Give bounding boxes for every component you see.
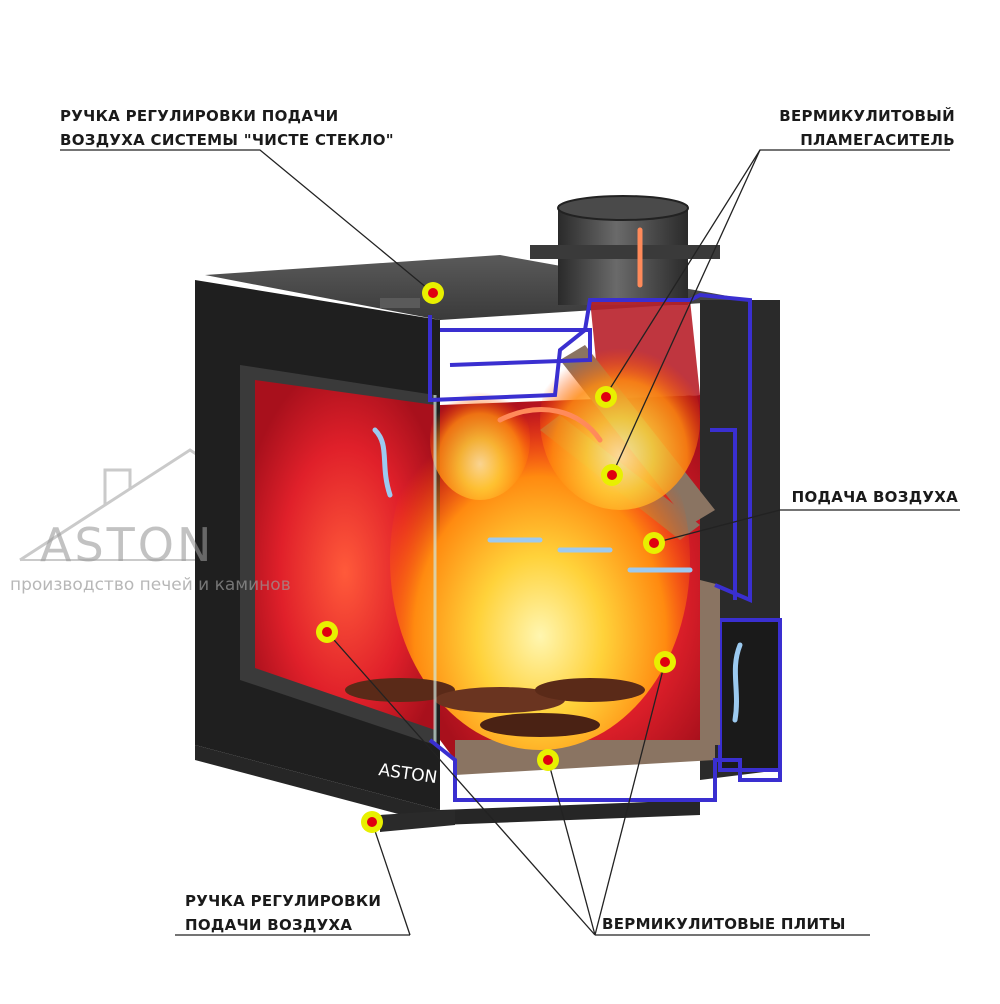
markers [316,282,676,833]
chimney-outline-icon [103,468,132,505]
marker-air-supply [643,532,665,554]
label-air-supply: ПОДАЧА ВОЗДУХА [792,485,958,509]
marker-left-plate [316,621,338,643]
leader-line-plate-2 [547,759,596,936]
smoke-curve-arrow-icon [497,407,603,443]
air-flow-arrow-icon [372,427,393,498]
leader-lines [60,149,960,936]
leader-line-plate-3 [594,661,666,936]
label-line: ПОДАЧА ВОЗДУХА [791,488,958,506]
marker-bottom-plate [537,749,559,771]
marker-clean-glass-handle [422,282,444,304]
leader-line-top-left [60,149,434,294]
label-line: РУЧКА РЕГУЛИРОВКИ ПОДАЧИ [60,107,339,125]
leader-line-damper-2 [611,149,761,476]
log [480,713,600,737]
label-line: ВОЗДУХА СИСТЕМЫ "ЧИСТЕ СТЕКЛО" [60,131,394,149]
leader-line-plate-1 [326,631,596,936]
air-flow-arrow-icon [732,642,743,723]
label-line: ВЕРМИКУЛИТОВЫЙ [779,107,955,125]
log [435,687,565,713]
fireplace-body [195,195,782,832]
flue-pipe-opening [557,195,689,221]
label-line: ПЛАМЕГАСИТЕЛЬ [800,131,955,149]
leader-line-air-supply [653,509,960,544]
base-plate [195,745,700,825]
section-outline-top [428,292,752,604]
air-control-handle [380,810,455,832]
watermark-tagline: производство печей и каминов [10,575,291,595]
label-air-control-handle: РУЧКА РЕГУЛИРОВКИ ПОДАЧИ ВОЗДУХА [185,889,381,937]
label-vermiculite-plates: ВЕРМИКУЛИТОВЫЕ ПЛИТЫ [602,912,846,936]
label-flame-damper: ВЕРМИКУЛИТОВЫЙ ПЛАМЕГАСИТЕЛЬ [779,104,955,152]
left-glass-view [255,380,435,730]
vermiculite-bottom-plate [455,740,715,775]
flue-collar [530,245,720,259]
marker-lower-damper [601,464,623,486]
smoke-flow-arrows [497,227,643,443]
upper-flame [540,330,700,510]
rear-channel-outline [710,428,737,600]
log [535,678,645,702]
label-line: ПОДАЧИ ВОЗДУХА [185,916,353,934]
label-line: РУЧКА РЕГУЛИРОВКИ [185,892,382,910]
air-flow-arrows [372,427,743,723]
air-channel-outline [440,328,592,367]
leader-line-bottom-handle [371,821,411,936]
marker-rear-plate [654,651,676,673]
watermark-brand: ASTON [40,518,215,572]
left-flame [430,380,530,500]
clean-glass-handle [380,298,420,308]
firewood-logs [345,678,645,737]
marker-upper-damper [595,386,617,408]
label-line: ВЕРМИКУЛИТОВЫЕ ПЛИТЫ [602,915,846,933]
section-cut-outline [428,292,782,802]
vermiculite-rear-plate [700,580,720,745]
marker-bottom-handle [361,811,383,833]
label-clean-glass-handle: РУЧКА РЕГУЛИРОВКИ ПОДАЧИ ВОЗДУХА СИСТЕМЫ… [60,104,394,152]
section-outline-bottom [428,625,782,802]
rear-air-duct [718,618,782,772]
